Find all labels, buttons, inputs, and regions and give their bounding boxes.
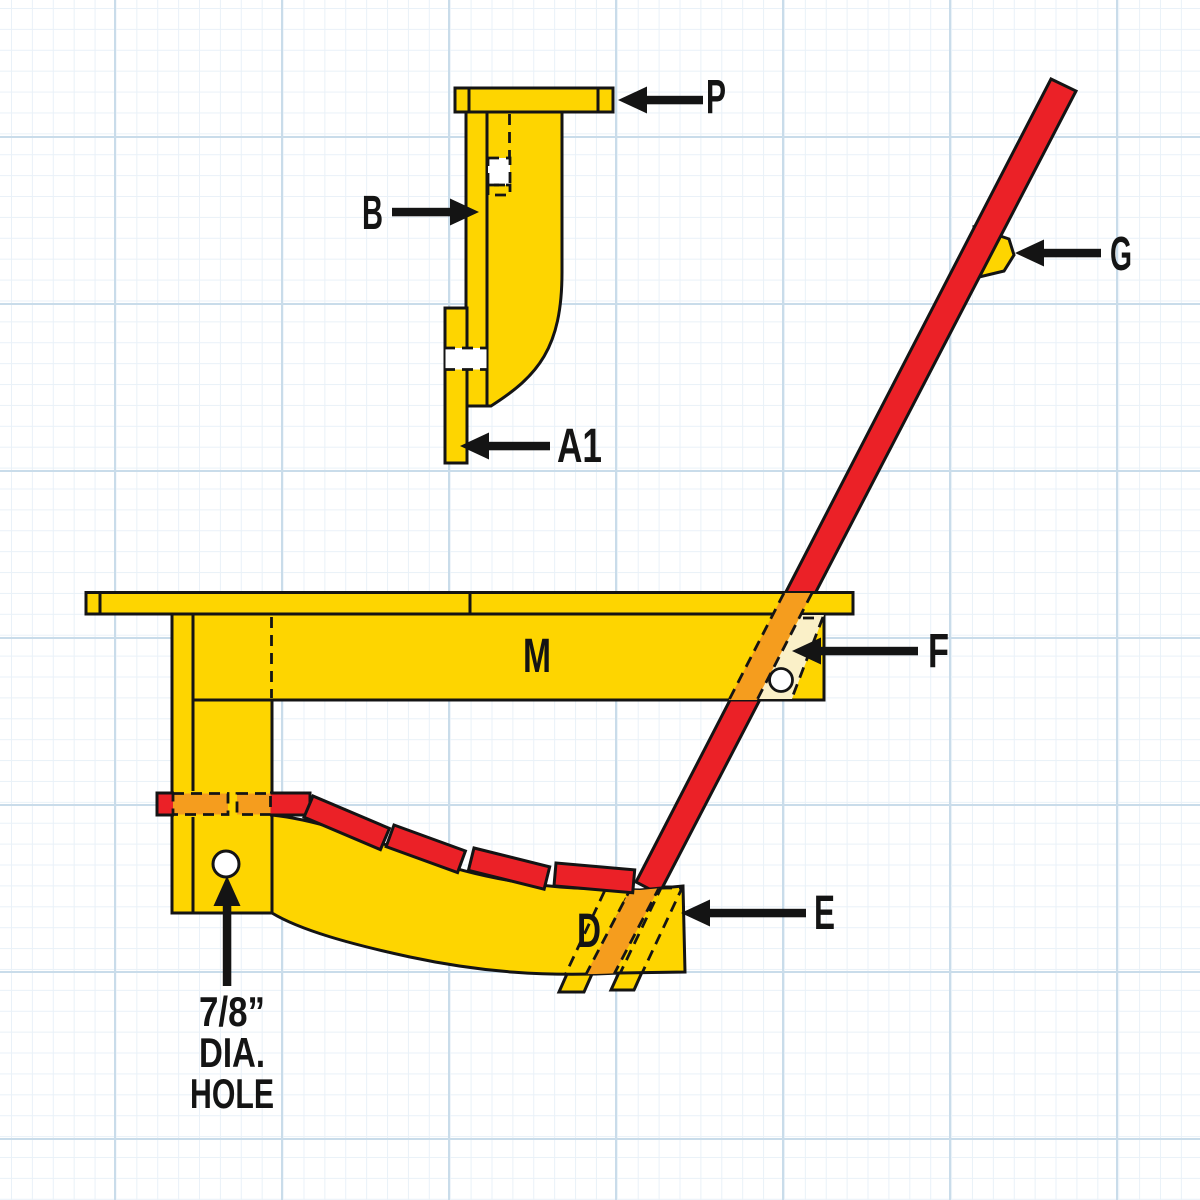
pivot-hole-beam (768, 667, 794, 693)
part-b-bracket-curve (485, 110, 564, 408)
tread-segment-5 (552, 861, 637, 895)
arrow-hole-head (213, 876, 241, 906)
arrow-e-head (681, 899, 710, 927)
arrow-hole-shaft (222, 904, 232, 986)
tread-segment-4 (466, 846, 552, 892)
bar-through-arm-hidden (582, 886, 660, 975)
label-m: M (523, 630, 551, 683)
mortise-lower-dash (486, 183, 512, 197)
callout-a1 (460, 432, 550, 460)
arrow-b-shaft (392, 207, 450, 217)
tread-hidden-right (237, 793, 271, 815)
tread-hidden-right-dash (235, 792, 272, 816)
bar-through-beam-hidden (729, 593, 812, 700)
arrow-b-head (450, 198, 479, 226)
label-b: B (362, 187, 383, 240)
tread-hidden-left (173, 793, 228, 815)
label-f: F (928, 625, 949, 678)
callout-f (792, 637, 918, 665)
arm-hidden-parts (557, 885, 685, 975)
part-a1-strip (443, 306, 469, 465)
tread-segment-2 (302, 794, 392, 852)
part-e-board-hidden (611, 886, 685, 975)
label-e: E (814, 887, 835, 940)
hole-callout-line3: HOLE (190, 1070, 274, 1117)
arrow-p-shaft (646, 95, 703, 105)
arrow-a1-head (460, 432, 489, 460)
bar-through-arm-dash-right (608, 885, 662, 975)
bar-through-arm-dash-left (580, 885, 634, 975)
callout-e (681, 899, 806, 927)
hole-callout-line2: DIA. (199, 1029, 265, 1076)
part-beam-m (190, 612, 826, 702)
label-d: D (577, 905, 601, 958)
tread-hidden-left-dash (171, 792, 230, 816)
arrow-g-head (1015, 239, 1044, 267)
arrow-e-shaft (709, 908, 806, 918)
red-lever-bar (633, 77, 1079, 897)
arrow-a1-shaft (488, 441, 550, 451)
a1-notch (445, 348, 487, 370)
callout-p (618, 86, 703, 114)
label-g: G (1110, 228, 1132, 281)
mortise-hole (488, 158, 510, 185)
arrow-f-head (792, 637, 821, 665)
arrow-f-shaft (820, 646, 918, 656)
part-p-cap (453, 86, 615, 114)
label-a1: A1 (557, 420, 602, 473)
label-p: P (706, 71, 726, 124)
bar-through-beam-dash-right (755, 592, 814, 701)
arrow-g-shaft (1043, 248, 1101, 258)
part-post-front-strip (170, 612, 195, 915)
callout-hole (213, 876, 241, 986)
bar-through-beam-dash-left (727, 592, 786, 701)
pivot-hole-post (211, 849, 241, 879)
callout-b (392, 198, 479, 226)
hole-callout-line1: 7/8” (199, 988, 265, 1035)
callout-g (1015, 239, 1101, 267)
arrow-p-head (618, 86, 647, 114)
tread-segment-3 (384, 823, 468, 875)
